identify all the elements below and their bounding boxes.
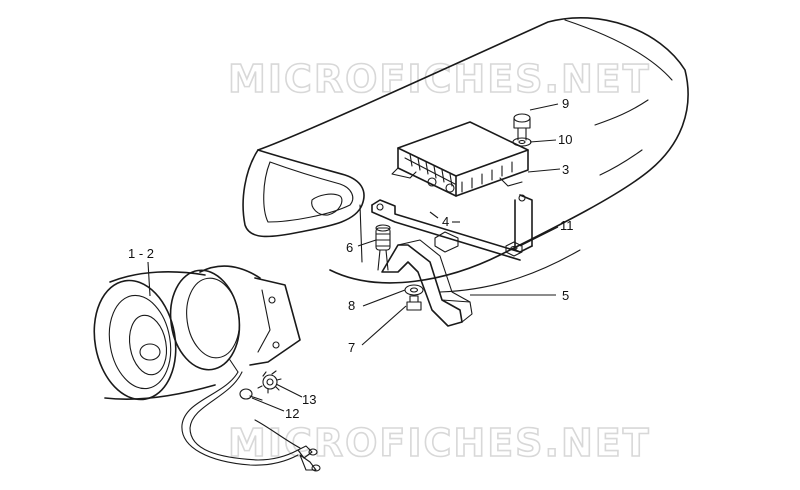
screw-7 <box>406 295 422 311</box>
callout-7: 7 <box>348 340 355 355</box>
control-unit <box>391 121 529 197</box>
horn <box>93 265 301 401</box>
callout-9: 9 <box>562 96 569 111</box>
bracket-5 <box>381 239 473 327</box>
rubber-mount <box>375 224 391 271</box>
callout-12: 12 <box>285 406 299 421</box>
callout-3: 3 <box>562 162 569 177</box>
screw-12 <box>239 388 263 401</box>
callout-8: 8 <box>348 298 355 313</box>
callout-11: 11 <box>560 218 574 233</box>
watermark-top: MICROFICHES.NET <box>228 57 651 101</box>
callout-13: 13 <box>302 392 316 407</box>
callout-5: 5 <box>562 288 569 303</box>
callout-4: 4 <box>442 214 449 229</box>
callout-1-2: 1 - 2 <box>128 246 154 261</box>
seat <box>242 17 689 293</box>
bolt-9 <box>513 113 531 141</box>
lock-washer-13 <box>257 370 282 394</box>
horn-wiring <box>181 371 321 472</box>
callout-10: 10 <box>558 132 572 147</box>
callout-6: 6 <box>346 240 353 255</box>
nut-11 <box>505 241 523 257</box>
washer-10 <box>512 137 532 147</box>
watermark-bottom: MICROFICHES.NET <box>228 421 651 465</box>
leader-lines <box>147 103 561 412</box>
washer <box>404 284 424 296</box>
